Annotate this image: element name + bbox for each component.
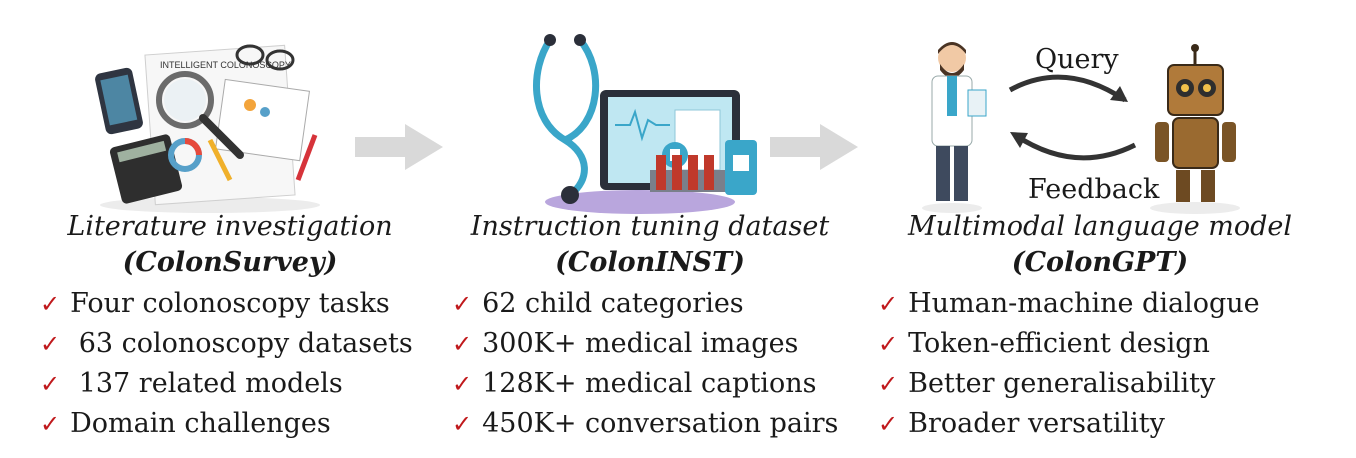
doctor-icon xyxy=(922,42,987,213)
check-icon: ✓ xyxy=(40,290,61,318)
svg-text:INTELLIGENT COLONOSCOPY: INTELLIGENT COLONOSCOPY xyxy=(160,60,291,70)
bullet-list-multimodal: ✓Human-machine dialogue ✓Token-efficient… xyxy=(878,284,1260,444)
subtitle-colonsurvey: (ColonSurvey) xyxy=(122,247,338,278)
check-icon: ✓ xyxy=(452,290,473,318)
arrow-right-icon xyxy=(355,124,443,170)
list-item: ✓Human-machine dialogue xyxy=(878,288,1260,319)
bullet-list-instruction: ✓62 child categories ✓300K+ medical imag… xyxy=(452,284,838,444)
arrow-right-icon xyxy=(770,124,858,170)
check-icon: ✓ xyxy=(40,330,61,358)
list-item: ✓Domain challenges xyxy=(40,408,331,439)
check-icon: ✓ xyxy=(40,410,61,438)
dialogue-illustration: Query Feedback xyxy=(922,42,1240,214)
list-item: ✓128K+ medical captions xyxy=(452,368,817,399)
subtitle-coloninst: (ColonINST) xyxy=(555,247,745,278)
list-item: ✓ 63 colonoscopy datasets xyxy=(40,328,413,359)
list-item: ✓300K+ medical images xyxy=(452,328,799,359)
check-icon: ✓ xyxy=(878,290,899,318)
list-item: ✓Token-efficient design xyxy=(878,328,1210,359)
arrow-query-icon xyxy=(1008,74,1127,103)
list-item: ✓450K+ conversation pairs xyxy=(452,408,839,439)
subtitle-colongpt: (ColonGPT) xyxy=(1011,247,1189,278)
list-item: ✓ 137 related models xyxy=(40,368,343,399)
literature-illustration: INTELLIGENT COLONOSCOPY xyxy=(95,44,320,213)
list-item: ✓Four colonoscopy tasks xyxy=(40,288,390,319)
check-icon: ✓ xyxy=(452,330,473,358)
robot-icon xyxy=(1150,44,1240,214)
title-literature: Literature investigation xyxy=(67,211,393,242)
check-icon: ✓ xyxy=(452,410,473,438)
feedback-label: Feedback xyxy=(1028,174,1160,205)
list-item: ✓Broader versatility xyxy=(878,408,1165,439)
title-multimodal: Multimodal language model xyxy=(907,211,1293,242)
list-item: ✓Better generalisability xyxy=(878,368,1216,399)
bullet-list-literature: ✓Four colonoscopy tasks ✓ 63 colonoscopy… xyxy=(40,284,413,444)
check-icon: ✓ xyxy=(878,330,899,358)
check-icon: ✓ xyxy=(40,370,61,398)
title-instruction: Instruction tuning dataset xyxy=(470,211,830,242)
check-icon: ✓ xyxy=(878,370,899,398)
query-label: Query xyxy=(1035,44,1119,75)
check-icon: ✓ xyxy=(452,370,473,398)
dataset-illustration xyxy=(533,34,757,214)
arrow-feedback-icon xyxy=(1013,132,1137,161)
list-item: ✓62 child categories xyxy=(452,288,744,319)
check-icon: ✓ xyxy=(878,410,899,438)
